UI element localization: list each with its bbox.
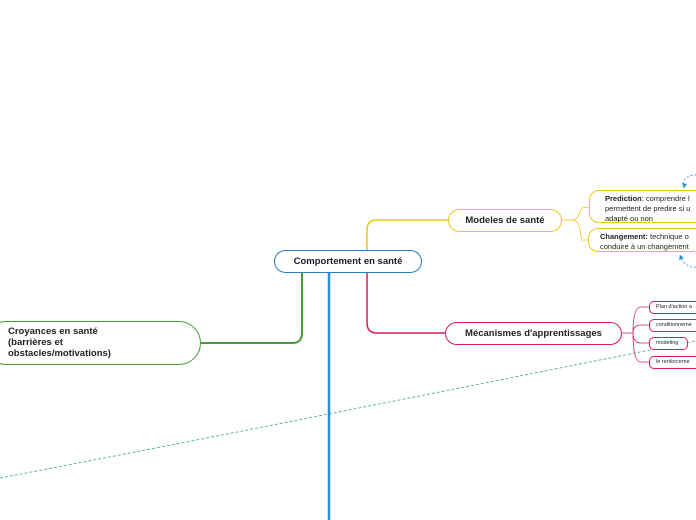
prediction-bold-label: Prediction xyxy=(605,194,642,203)
prediction-line-3: adapté ou non xyxy=(605,214,653,223)
subtopic-changement[interactable]: Changement: technique o conduire à un ch… xyxy=(588,228,696,252)
branch-changement xyxy=(571,219,588,241)
prediction-line-1-rest: : comprendre l xyxy=(641,194,690,203)
leaf-conditionnement[interactable]: conditionneme xyxy=(649,319,696,332)
relationship-loop-bottom xyxy=(679,254,696,268)
leaf-renforcement[interactable]: le renforceme xyxy=(649,356,696,369)
central-topic[interactable]: Comportement en santé xyxy=(274,250,422,273)
branch-mecanismes xyxy=(366,273,445,334)
topic-modeles-de-sante[interactable]: Modeles de santé xyxy=(448,209,562,232)
croyances-line-3: obstacles/motivations) xyxy=(8,348,111,359)
arrowhead-icon xyxy=(682,183,687,188)
branch-modeles xyxy=(366,219,448,250)
branch-leaves xyxy=(622,306,649,363)
changement-bold-label: Changement: xyxy=(600,232,648,241)
topic-mecanismes-apprentissages[interactable]: Mécanismes d'apprentissages xyxy=(445,322,622,345)
branch-croyances xyxy=(201,273,303,344)
prediction-line-1: Prediction: comprendre l xyxy=(605,194,696,204)
croyances-line-1: Croyances en santé xyxy=(8,326,98,337)
branch-prediction xyxy=(562,206,590,221)
arrowhead-icon xyxy=(679,255,684,260)
relationship-curve xyxy=(0,340,696,479)
changement-line-1-rest: technique o xyxy=(647,232,689,241)
leaf-modeling[interactable]: modeling xyxy=(649,337,688,350)
changement-line-1: Changement: technique o xyxy=(600,232,696,242)
changement-line-2: conduire à un changement xyxy=(600,242,689,251)
leaf-plan-action[interactable]: Plan d'action a xyxy=(649,301,696,314)
prediction-line-2: permettent de predire si u xyxy=(605,204,691,213)
topic-croyances-en-sante[interactable]: Croyances en santé (barrières et obstacl… xyxy=(0,321,201,365)
subtopic-prediction[interactable]: Prediction: comprendre l permettent de p… xyxy=(589,190,696,223)
croyances-line-2: (barrières et xyxy=(8,337,63,348)
